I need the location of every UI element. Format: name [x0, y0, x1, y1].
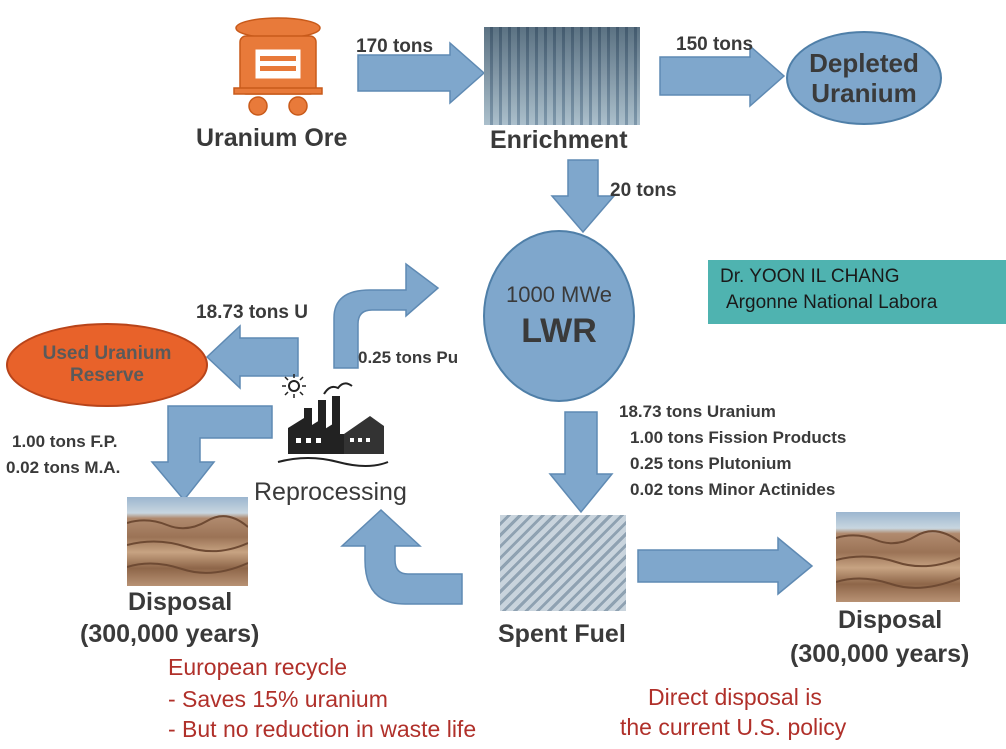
arrow-enrichment-to-lwr	[550, 159, 616, 234]
arrow-to-left-disposal	[150, 405, 273, 502]
spent-fuel-label: Spent Fuel	[498, 620, 626, 648]
flow-1-00-tons-fp: 1.00 tons F.P.	[12, 432, 118, 451]
disposal-right-title: Disposal	[838, 606, 943, 634]
used-reserve-line1: Used Uranium	[42, 343, 172, 364]
note-european-recycle: European recycle	[168, 654, 347, 680]
desert-landscape-photo-right	[836, 512, 960, 602]
enrichment-label: Enrichment	[490, 126, 628, 154]
disposal-right-duration: (300,000 years)	[790, 640, 970, 668]
depleted-uranium-node: Depleted Uranium	[786, 31, 942, 125]
credit-box: Dr. YOON IL CHANG Argonne National Labor…	[708, 260, 1006, 324]
note-no-waste-reduction: - But no reduction in waste life	[168, 716, 477, 742]
note-us-policy: the current U.S. policy	[620, 714, 847, 740]
used-reserve-line2: Reserve	[70, 365, 144, 386]
spent-uranium: 18.73 tons Uranium	[619, 402, 776, 421]
desert-landscape-photo-left	[127, 497, 248, 586]
lwr-reactor-node: 1000 MWe LWR	[483, 230, 635, 402]
arrow-lwr-to-spent	[548, 411, 614, 514]
arrow-to-used-reserve	[205, 324, 299, 390]
factory-icon	[277, 374, 389, 467]
disposal-left-title: Disposal	[128, 588, 233, 616]
credit-author: Dr. YOON IL CHANG	[720, 266, 900, 287]
flow-0-02-tons-ma: 0.02 tons M.A.	[6, 458, 121, 477]
arrow-enrichment-to-depleted	[659, 44, 786, 108]
note-direct-disposal: Direct disposal is	[648, 684, 822, 710]
reprocessing-label: Reprocessing	[254, 478, 407, 506]
arrow-ore-to-enrichment	[357, 41, 486, 105]
flow-20-tons: 20 tons	[610, 180, 677, 201]
disposal-left-duration: (300,000 years)	[80, 620, 260, 648]
uranium-ore-label: Uranium Ore	[196, 124, 348, 152]
enrichment-facility-photo	[484, 27, 640, 125]
lwr-power-label: 1000 MWe	[506, 281, 612, 307]
ore-cart-icon	[233, 17, 323, 116]
flow-170-tons: 170 tons	[356, 36, 434, 57]
flow-18-73-tons-u: 18.73 tons U	[196, 302, 308, 323]
arrow-spent-to-disposal	[637, 536, 814, 596]
spent-plutonium: 0.25 tons Plutonium	[630, 454, 792, 473]
spent-minor-actinides: 0.02 tons Minor Actinides	[630, 480, 836, 499]
flow-150-tons: 150 tons	[676, 34, 754, 55]
spent-fuel-photo	[500, 515, 626, 611]
lwr-label: LWR	[521, 311, 597, 350]
depleted-uranium-line2: Uranium	[811, 78, 917, 108]
arrow-spent-to-reprocessing	[340, 508, 463, 605]
credit-affiliation: Argonne National Labora	[726, 292, 938, 313]
arrow-pu-to-lwr	[333, 262, 440, 369]
spent-fission-products: 1.00 tons Fission Products	[630, 428, 847, 447]
flow-0-25-tons-pu: 0.25 tons Pu	[358, 348, 459, 367]
note-saves-uranium: - Saves 15% uranium	[168, 686, 388, 712]
depleted-uranium-line1: Depleted	[809, 48, 919, 78]
used-uranium-reserve-node: Used Uranium Reserve	[6, 323, 208, 407]
